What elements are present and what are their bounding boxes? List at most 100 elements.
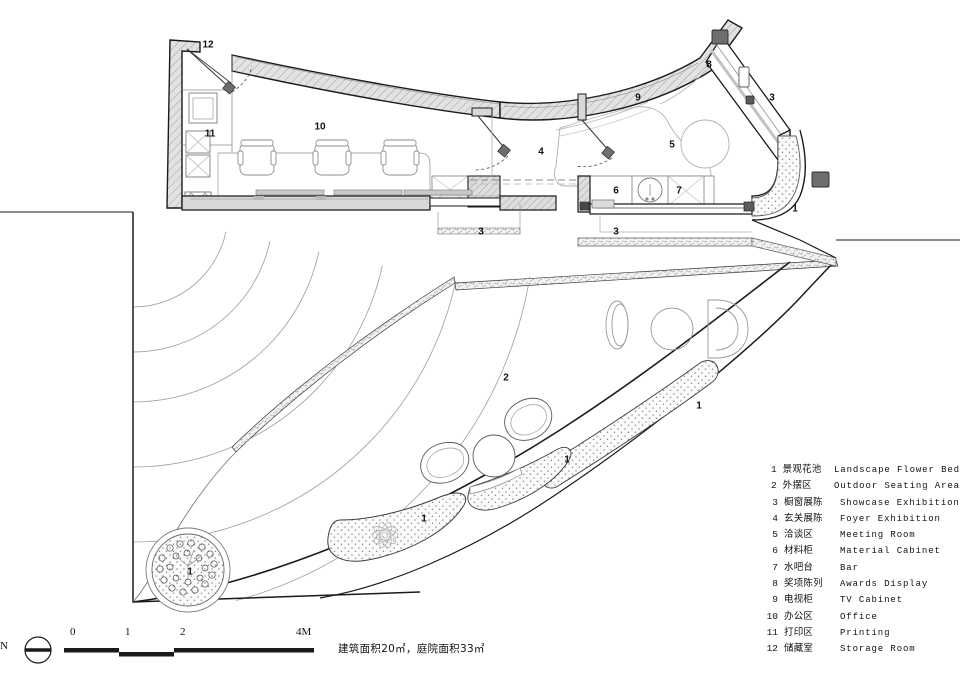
north-curved-wall-west xyxy=(231,54,501,119)
legend-label-cn: 材料柜 xyxy=(784,545,814,557)
legend-number: 8 xyxy=(772,578,778,590)
legend-item-10: 10 办公区 Office xyxy=(762,609,960,625)
seat-bench-strip xyxy=(469,467,523,495)
legend-number: 1 xyxy=(770,464,777,475)
legend-number: 3 xyxy=(772,496,778,508)
tag-1-corner-bed: 1 xyxy=(792,203,798,215)
flower-motif xyxy=(371,522,399,548)
tag-8-awards: 8 xyxy=(706,59,712,71)
legend-number: 11 xyxy=(766,626,778,638)
east-building xyxy=(0,19,960,267)
legend-label-en: Foyer Exhibition xyxy=(840,513,941,524)
sill-strip-southeast xyxy=(751,237,837,267)
showcase-sill-east xyxy=(577,237,753,247)
tag-1-flower-bed: 1 xyxy=(421,513,427,525)
flower-bed-mid xyxy=(467,447,572,511)
courtyard-east-edge xyxy=(699,259,837,389)
outdoor-round-table xyxy=(472,434,516,478)
legend-label-cn: 玄关展陈 xyxy=(784,512,823,524)
office-chairs xyxy=(237,139,420,176)
legend-item-8: 8 奖项陈列 Awards Display xyxy=(762,576,960,592)
tag-11-printing: 11 xyxy=(204,128,216,140)
mullion-north xyxy=(711,29,729,45)
courtyard-area xyxy=(132,212,839,613)
seat-cushion-right-inner xyxy=(510,404,547,436)
legend-label-en: Awards Display xyxy=(840,579,929,590)
legend-number: 9 xyxy=(772,594,778,606)
meeting-round-table xyxy=(680,119,730,169)
flower-bed-large xyxy=(327,492,467,562)
legend-label-cn: 办公区 xyxy=(784,610,814,622)
legend-number: 10 xyxy=(766,610,778,622)
tag-1-east-strip: 1 xyxy=(696,400,702,412)
area-note: 建筑面积20㎡，庭院面积33㎡ xyxy=(338,643,485,655)
east-outer-curve xyxy=(751,129,806,221)
tag-3-south-right: 3 xyxy=(613,226,619,238)
tree-planter xyxy=(145,527,231,613)
tag-5-meeting: 5 xyxy=(669,139,675,151)
legend-number: 4 xyxy=(772,512,778,524)
tag-4-foyer: 4 xyxy=(538,146,544,158)
tag-3-south-left: 3 xyxy=(478,226,484,238)
scale-tick-0: 0 xyxy=(70,626,76,638)
gravel-border-west xyxy=(231,276,456,453)
tag-1-tree: 1 xyxy=(187,566,193,578)
tag-12-storage: 12 xyxy=(202,39,214,51)
scale-tick-2: 2 xyxy=(180,626,186,638)
jamb-mullion xyxy=(579,201,590,211)
scale-seg-0-1 xyxy=(64,648,119,653)
legend-label-cn: 电视柜 xyxy=(784,594,814,606)
legend-item-3: 3 橱窗展陈 Showcase Exhibition xyxy=(762,495,960,511)
seat-cushion-right xyxy=(504,397,553,441)
legend-number: 5 xyxy=(772,529,778,541)
legend-label-en: Printing xyxy=(840,627,891,638)
legend-item-4: 4 玄关展陈 Foyer Exhibition xyxy=(762,511,960,527)
legend-label-cn: 储藏室 xyxy=(784,643,814,655)
gravel-border-north xyxy=(454,259,839,291)
tag-1-mid-bed: 1 xyxy=(564,454,570,466)
legend-label-cn: 水吧台 xyxy=(784,561,814,573)
outdoor-furniture-group xyxy=(420,397,553,495)
legend-label-en: Outdoor Seating Area xyxy=(833,481,960,492)
tree-canopy xyxy=(156,539,218,596)
legend-label-cn: 橱窗展陈 xyxy=(784,496,823,508)
legend-label-cn: 景观花池 xyxy=(782,464,822,475)
legend-label-cn: 奖项陈列 xyxy=(784,578,823,590)
legend-label-en: Office xyxy=(840,611,878,622)
scale-seg-2-4 xyxy=(174,648,314,653)
showcase-panel xyxy=(738,66,750,88)
tag-6-cabinet: 6 xyxy=(613,185,619,197)
storage-door-12 xyxy=(186,48,253,95)
seat-cushion-left-inner xyxy=(426,447,465,478)
awards-display-8 xyxy=(659,65,711,105)
tree-branches xyxy=(175,549,201,578)
scale-tick-1: 1 xyxy=(125,626,131,638)
legend-item-5: 5 洽谈区 Meeting Room xyxy=(762,527,960,543)
entry-door-east-building xyxy=(575,93,615,168)
west-end-wall xyxy=(166,39,201,209)
scale-tick-4m: 4M xyxy=(296,626,312,638)
legend-number: 2 xyxy=(770,480,777,492)
scale-bar: 0 1 2 4M xyxy=(10,620,530,682)
west-building xyxy=(166,39,557,235)
tag-10-office: 10 xyxy=(314,121,326,133)
legend-label-en: Showcase Exhibition xyxy=(840,497,960,508)
legend-label-en: Bar xyxy=(840,562,859,573)
legend-number: 6 xyxy=(772,545,778,557)
north-label: N xyxy=(0,640,8,652)
printing-equipment-11 xyxy=(184,92,218,209)
legend-label-en: Meeting Room xyxy=(840,530,916,541)
showcase-sill-west xyxy=(437,227,521,235)
legend-label-cn: 洽谈区 xyxy=(784,529,814,541)
tag-9-tv: 9 xyxy=(635,92,641,104)
tag-2-outdoor: 2 xyxy=(503,372,509,384)
seat-cushion-left xyxy=(420,442,470,484)
